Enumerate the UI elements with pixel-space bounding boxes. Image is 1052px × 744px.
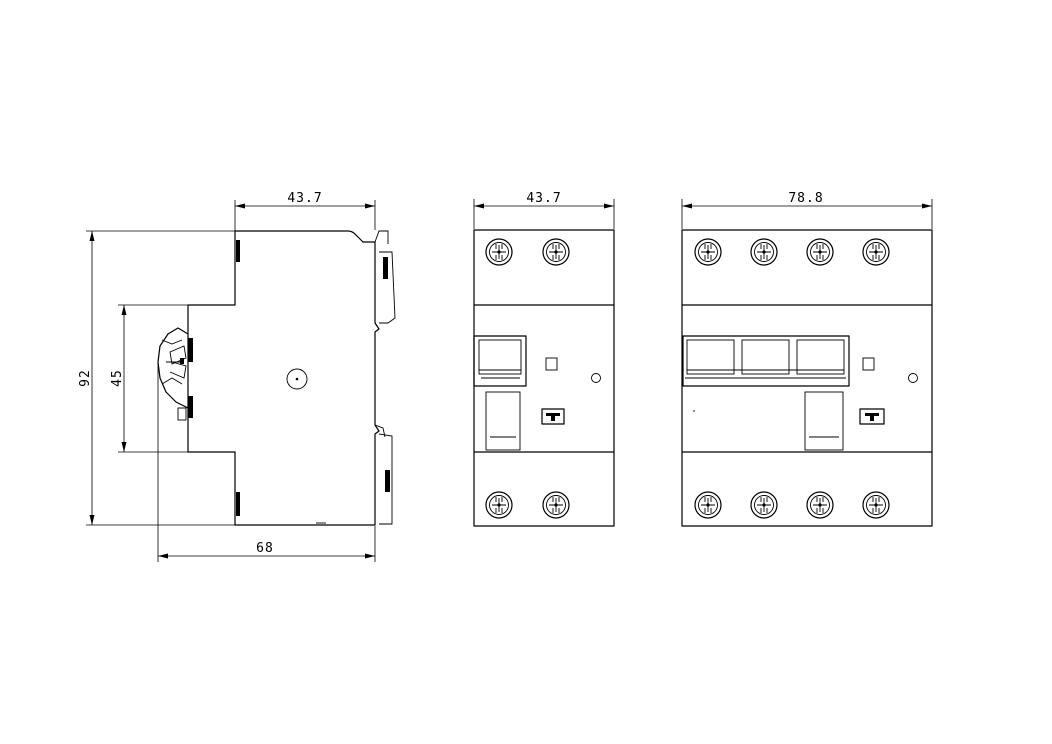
screw-terminal-icon <box>485 491 513 519</box>
handle-mark-upper <box>188 338 193 362</box>
screw-terminal-icon <box>542 238 570 266</box>
front-2p-handle-frame <box>473 335 527 387</box>
toggle-grip <box>169 345 187 379</box>
front-2p-handle-slot <box>485 391 521 451</box>
screw-terminal-icon <box>694 491 722 519</box>
front-2p-handle <box>478 339 522 375</box>
front-2p-indicator-window <box>545 357 558 371</box>
screw-terminal-icon <box>862 491 890 519</box>
lower-terminal-mark <box>236 492 240 516</box>
dim-side-depth-label: 68 <box>256 541 274 556</box>
dim-side-inner: 45 <box>110 304 188 453</box>
dim-side-height: 92 <box>78 230 235 526</box>
handle-mark-lower <box>188 396 193 418</box>
front-2p-test-t-icon <box>546 413 560 421</box>
dim-side-top-label: 43.7 <box>287 191 322 206</box>
side-view-outline <box>187 230 380 526</box>
dim-side-inner-label: 45 <box>110 369 125 387</box>
screw-terminal-icon <box>806 491 834 519</box>
dim-front-4p: 78.8 <box>681 191 933 229</box>
side-view: 43.7 92 45 68 <box>78 191 396 562</box>
front-4p-handle-segment-3 <box>796 339 845 375</box>
top-clip <box>374 230 389 244</box>
front-4p-outline <box>681 229 933 527</box>
screw-terminal-icon <box>806 238 834 266</box>
test-button-side <box>177 407 187 421</box>
dim-side-top: 43.7 <box>234 191 376 231</box>
upper-terminal-mark <box>236 240 240 262</box>
front-4p-handle-segment-2 <box>741 339 790 375</box>
top-clip-slot <box>383 257 388 279</box>
front-2p-test-button <box>541 408 565 425</box>
front-2p-terminals <box>485 238 570 519</box>
dim-side-depth: 68 <box>157 362 376 562</box>
bottom-clip <box>378 433 393 525</box>
front-4p-test-t-icon <box>865 413 879 421</box>
front-view-2-pole: 43.7 <box>473 191 615 527</box>
front-4p-indicator-window <box>862 357 875 371</box>
top-clip-lever <box>379 251 396 324</box>
front-4p-handle-slot <box>804 391 844 451</box>
screw-terminal-icon <box>694 238 722 266</box>
front-4p-test-button <box>859 408 885 425</box>
dim-side-height-label: 92 <box>78 369 93 387</box>
toggle-handle-inner <box>161 339 183 385</box>
screw-terminal-icon <box>750 491 778 519</box>
front-2p-led-icon <box>591 373 601 383</box>
front-4p-terminals <box>694 238 890 519</box>
bottom-clip-top <box>374 424 386 438</box>
rivet-icon <box>286 368 308 390</box>
front-4p-handle-frame <box>682 335 850 387</box>
front-view-4-pole: 78.8 <box>681 191 933 527</box>
dim-front-2p: 43.7 <box>473 191 615 229</box>
front-4p-led-icon <box>908 373 918 383</box>
screw-terminal-icon <box>485 238 513 266</box>
rivet-center <box>295 377 299 381</box>
screw-terminal-icon <box>542 491 570 519</box>
bottom-clip-slot <box>385 470 390 492</box>
handle-pin <box>180 358 184 364</box>
screw-terminal-icon <box>750 238 778 266</box>
front-4p-handle-segment-1 <box>686 339 735 375</box>
screw-terminal-icon <box>862 238 890 266</box>
dim-front-2p-label: 43.7 <box>526 191 561 206</box>
dim-front-4p-label: 78.8 <box>788 191 823 206</box>
